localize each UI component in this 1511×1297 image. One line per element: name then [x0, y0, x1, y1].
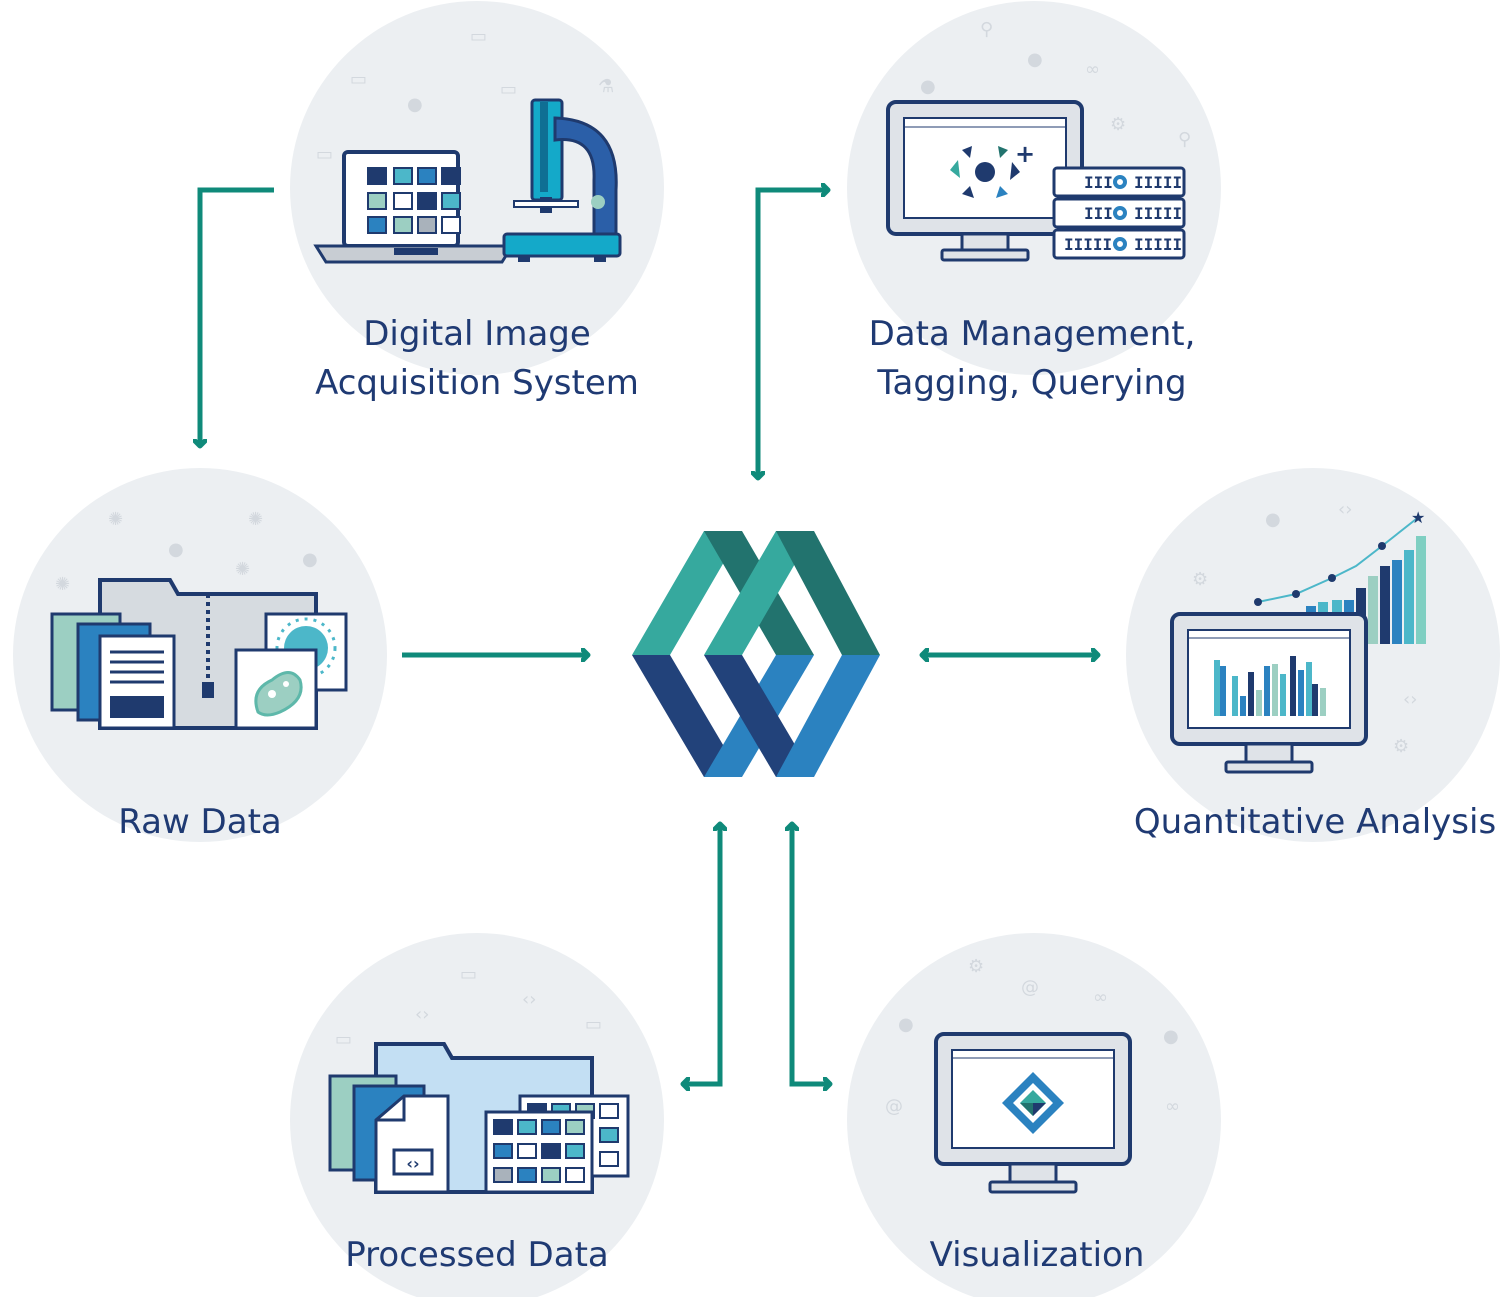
svg-text:✺: ✺	[235, 559, 250, 580]
svg-text:▭: ▭	[316, 144, 333, 165]
svg-text:●: ●	[1027, 49, 1043, 70]
svg-text:▭: ▭	[460, 964, 477, 985]
svg-text:✺: ✺	[55, 574, 70, 595]
processed-data-label-text: Processed Data	[345, 1235, 609, 1275]
monitor-bar-chart-icon: ★	[1170, 508, 1426, 774]
folder-raw-files-icon	[50, 578, 348, 730]
acquisition-label-line1: Digital Image	[363, 314, 591, 354]
svg-text:@: @	[1021, 977, 1039, 998]
raw-data-label-text: Raw Data	[118, 802, 282, 842]
svg-text:●: ●	[302, 549, 318, 570]
acquisition-label-line2: Acquisition System	[315, 363, 639, 403]
arrow-hub-visualization	[792, 824, 830, 1084]
acquisition-label: Digital Image Acquisition System	[277, 310, 677, 408]
svg-text:∞: ∞	[1093, 987, 1108, 1008]
svg-text:▭: ▭	[335, 1029, 352, 1050]
svg-text:@: @	[885, 1096, 903, 1117]
processed-data-label: Processed Data	[297, 1231, 657, 1280]
svg-text:⚙: ⚙	[1393, 736, 1409, 757]
svg-text:⚙: ⚙	[968, 956, 984, 977]
data-management-label: Data Management, Tagging, Querying	[832, 310, 1232, 408]
svg-text:∞: ∞	[1165, 1096, 1180, 1117]
svg-text:●: ●	[1265, 509, 1281, 530]
laptop-microscope-icon	[313, 98, 622, 264]
svg-text:‹›: ‹›	[406, 1154, 419, 1173]
svg-text:‹›: ‹›	[1403, 689, 1417, 710]
svg-text:‹›: ‹›	[415, 1004, 429, 1025]
svg-text:⚲: ⚲	[1178, 129, 1191, 150]
svg-text:‹›: ‹›	[1338, 499, 1352, 520]
svg-text:●: ●	[407, 94, 423, 115]
svg-text:III: III	[1084, 204, 1113, 223]
svg-text:III: III	[1084, 173, 1113, 192]
svg-text:✺: ✺	[248, 509, 263, 530]
svg-text:∞: ∞	[1085, 59, 1100, 80]
svg-text:▭: ▭	[350, 69, 367, 90]
quantitative-analysis-label-text: Quantitative Analysis	[1133, 802, 1497, 842]
svg-text:⚗: ⚗	[598, 76, 614, 97]
svg-text:●: ●	[168, 539, 184, 560]
platform-logo-icon	[632, 531, 880, 777]
svg-text:★: ★	[1411, 508, 1425, 527]
arrow-acquisition-to-raw-data	[200, 187, 274, 446]
screen-bars	[1214, 656, 1326, 716]
data-management-label-line1: Data Management,	[868, 314, 1196, 354]
svg-text:+: +	[1015, 140, 1035, 168]
svg-text:IIIII: IIIII	[1134, 173, 1182, 192]
monitor-diamond-icon	[934, 1032, 1132, 1194]
svg-text:⚙: ⚙	[1110, 114, 1126, 135]
svg-text:IIIII: IIIII	[1134, 235, 1182, 254]
svg-text:⚲: ⚲	[980, 19, 993, 40]
quantitative-analysis-label: Quantitative Analysis	[1121, 798, 1509, 847]
svg-text:▭: ▭	[585, 1014, 602, 1035]
svg-text:‹›: ‹›	[522, 989, 536, 1010]
svg-text:▭: ▭	[470, 26, 487, 47]
svg-text:IIIII: IIIII	[1134, 204, 1182, 223]
folder-processed-files-icon: ‹›	[328, 1042, 630, 1194]
svg-text:●: ●	[898, 1014, 914, 1035]
acquisition-circle	[290, 1, 664, 375]
data-management-label-line2: Tagging, Querying	[877, 363, 1187, 403]
raw-data-label: Raw Data	[50, 798, 350, 847]
arrow-hub-processed-data	[683, 824, 720, 1084]
svg-text:⚙: ⚙	[1192, 569, 1208, 590]
svg-text:▭: ▭	[500, 79, 517, 100]
svg-text:IIIII: IIIII	[1064, 235, 1112, 254]
visualization-label-text: Visualization	[929, 1235, 1145, 1275]
visualization-label: Visualization	[857, 1231, 1217, 1280]
svg-text:●: ●	[1163, 1026, 1179, 1047]
decorative-glyphs: ▭▭▭⚗ ●▭ ⚲●∞● ⚙⚲ ✺✺✺● ●✺ ●‹›⚙‹›⚙ ▭‹›‹›▭▭ …	[55, 19, 1417, 1117]
arrow-hub-data-management	[758, 190, 828, 478]
svg-text:✺: ✺	[108, 509, 123, 530]
svg-text:●: ●	[920, 76, 936, 97]
